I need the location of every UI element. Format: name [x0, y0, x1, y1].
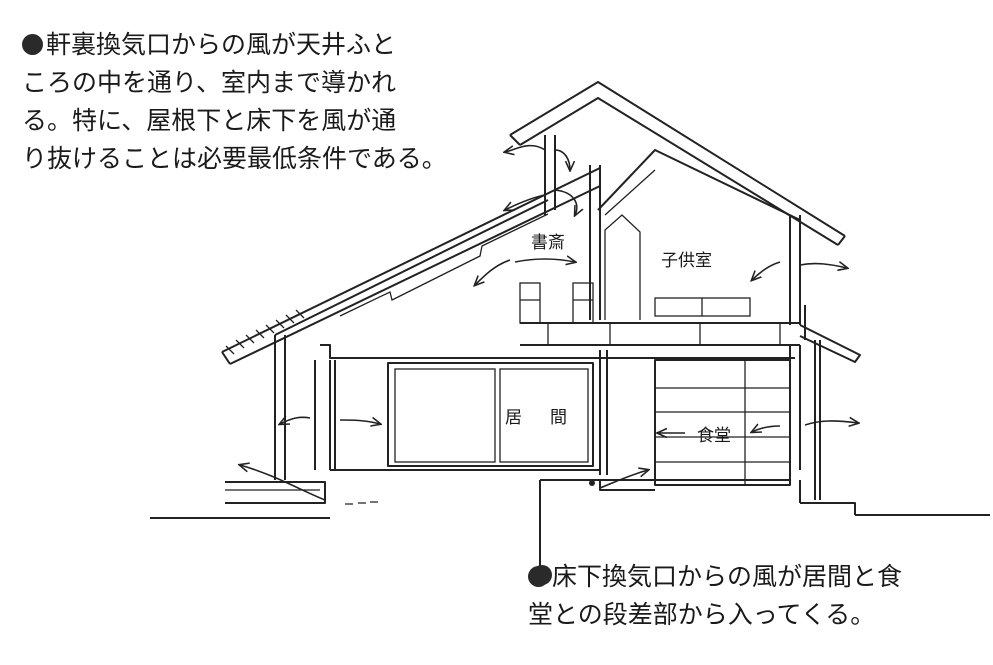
upper-walls	[544, 135, 806, 340]
room-label-living-a: 居	[505, 408, 522, 428]
dining-room-panel	[654, 359, 791, 486]
upper-roof	[509, 81, 846, 246]
ground-line	[150, 502, 990, 519]
note-bottom-line-2: 堂との段差部から入ってくる。	[528, 600, 876, 629]
room-label-dining: 食堂	[697, 426, 731, 446]
note-top-line-3: る。特に、屋根下と床下を風が通	[22, 106, 397, 135]
ground-floor	[225, 469, 801, 585]
note-top-line-2: ころの中を通り、室内まで導かれ	[22, 68, 397, 97]
living-room-window	[387, 362, 594, 467]
note-top-line-1: 軒裏換気口からの風が天井ふと	[22, 26, 447, 64]
lower-walls	[274, 335, 821, 500]
left-roof	[221, 167, 601, 365]
room-label-study: 書斎	[531, 233, 565, 253]
airflow-arrows	[240, 144, 858, 501]
floor-slab	[320, 322, 861, 363]
room-label-kids-room: 子供室	[661, 251, 712, 271]
room-label-living-b: 間	[550, 408, 567, 428]
bullet-dot-icon	[22, 34, 43, 55]
study-openings	[519, 282, 594, 324]
note-top-line-4: り抜けることは必要最低条件である。	[22, 144, 447, 173]
note-eaves-ventilation: 軒裏換気口からの風が天井ふと ころの中を通り、室内まで導かれ る。特に、屋根下と…	[22, 26, 447, 178]
